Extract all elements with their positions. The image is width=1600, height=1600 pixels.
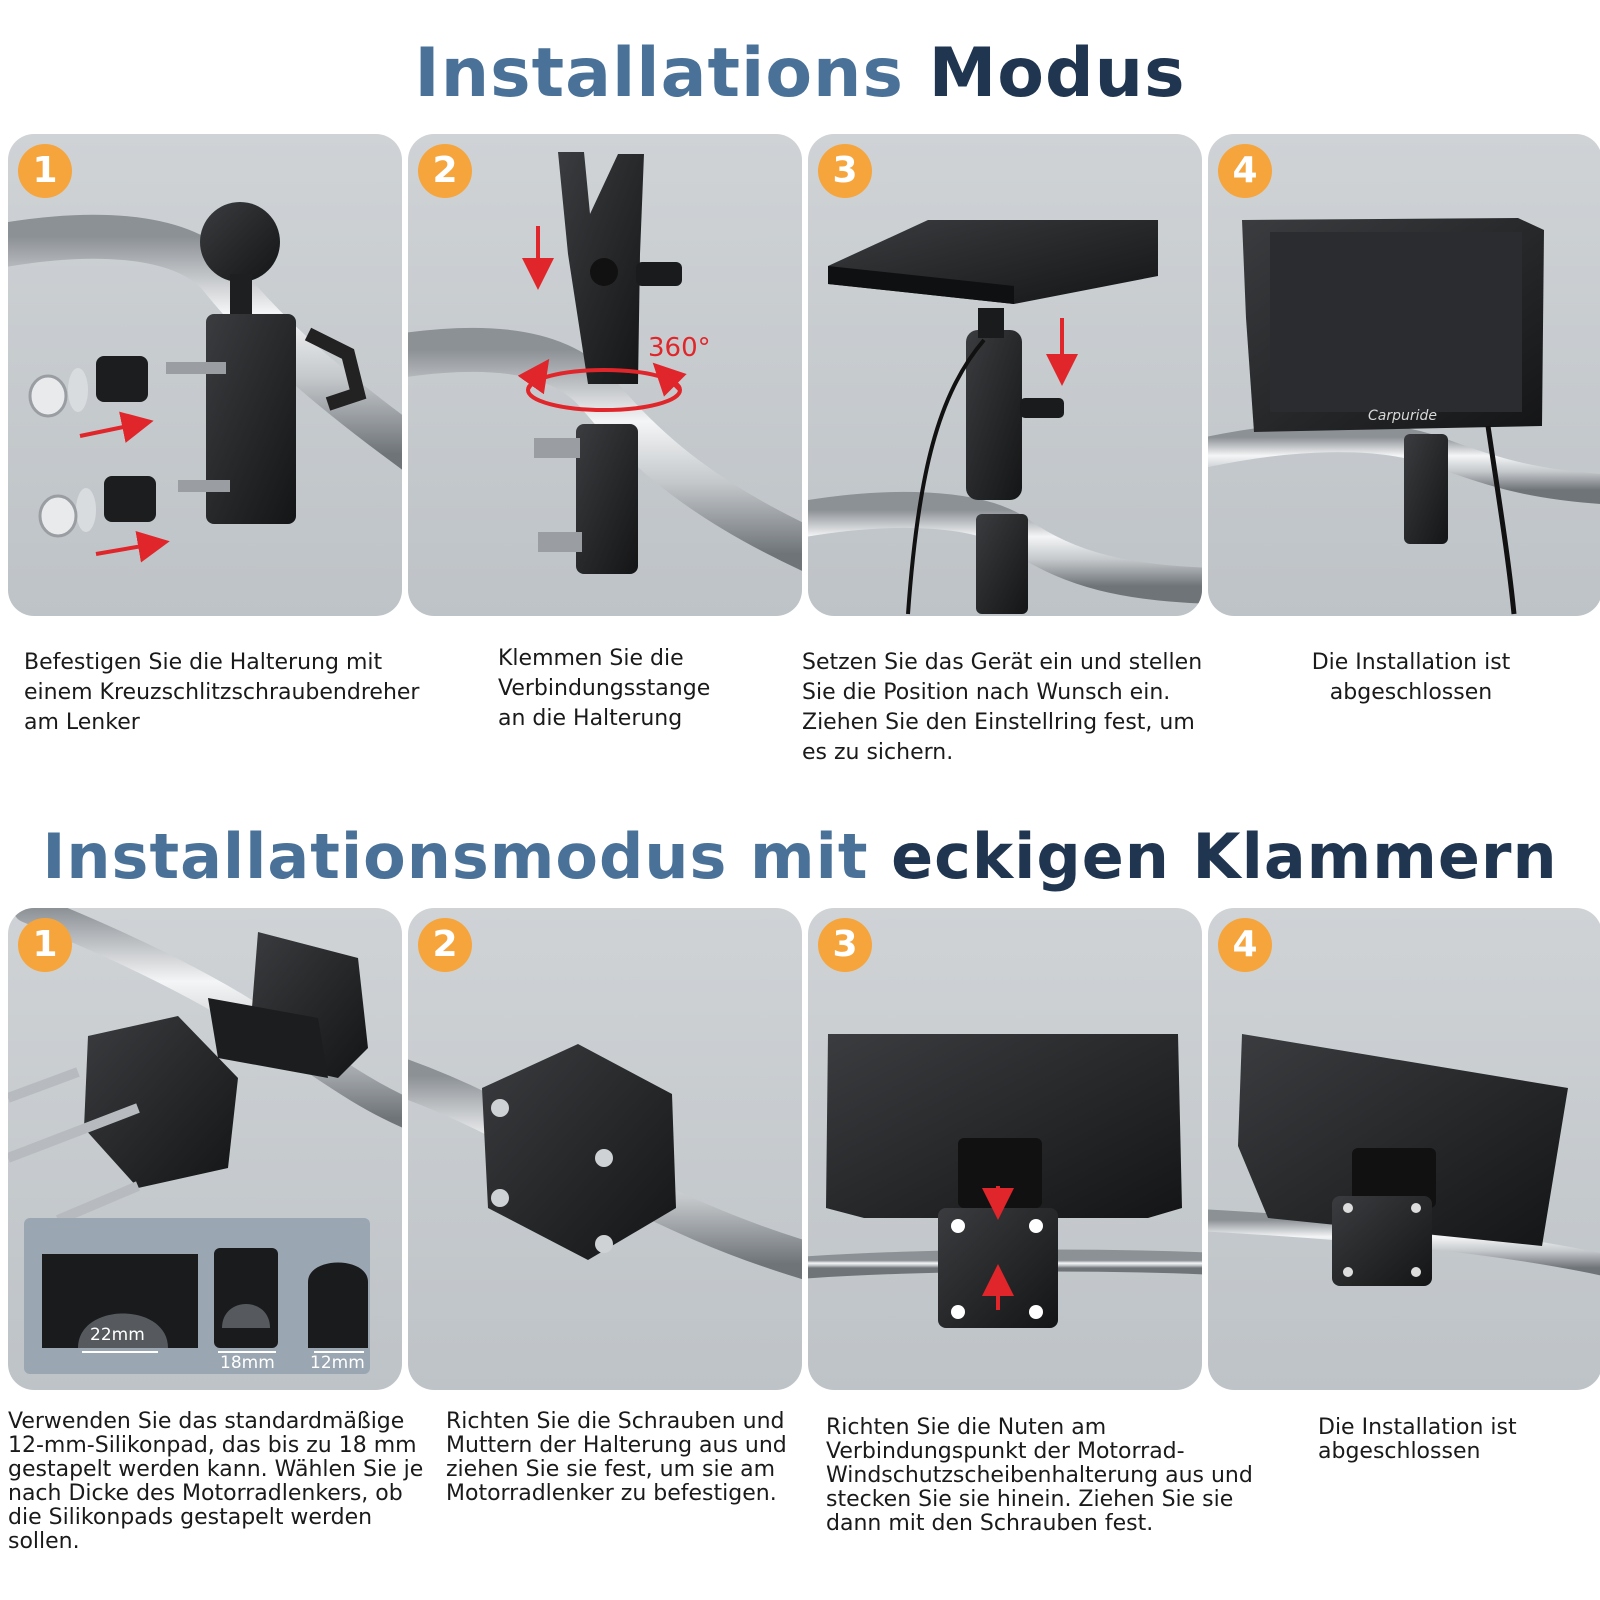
step-number-badge: 4 xyxy=(1218,918,1272,972)
section1-step3-image: 3 xyxy=(808,134,1202,616)
section1-step3-caption: Setzen Sie das Gerät ein und stellen Sie… xyxy=(802,650,1203,765)
step-number-badge: 4 xyxy=(1218,144,1272,198)
installed-square-mount-illustration xyxy=(1208,1034,1600,1286)
section1-step1-image: 1 xyxy=(8,134,402,616)
brand-label: Carpuride xyxy=(1368,408,1437,424)
section2-step1-image: 22mm 18mm 12mm 1 xyxy=(8,908,402,1390)
square-clamp-on-bar-illustration xyxy=(408,1044,802,1280)
section2-step2-image: 2 xyxy=(408,908,802,1390)
section2-title-part1: Installationsmodus mit xyxy=(42,820,869,893)
section1-step4-image: Carpuride 4 xyxy=(1208,134,1600,616)
handlebar-clamp-illustration xyxy=(8,202,402,563)
section2-title: Installationsmodus mit eckigen Klammern xyxy=(0,820,1600,893)
section1-step1-caption: Befestigen Sie die Halterung mit einem K… xyxy=(24,650,420,735)
section1-title-part2: Modus xyxy=(928,34,1186,113)
section1-step4-caption: Die Installation ist abgeschlossen xyxy=(1311,650,1511,705)
section1-title: Installations Modus xyxy=(0,34,1600,113)
display-back-mount-illustration xyxy=(808,1034,1202,1328)
step-number-badge: 1 xyxy=(18,918,72,972)
section1-step2-caption: Klemmen Sie die Verbindungsstange an die… xyxy=(498,646,711,731)
pad-size-22mm: 22mm xyxy=(90,1325,145,1345)
device-tray-illustration xyxy=(808,220,1202,615)
step-number-badge: 3 xyxy=(818,144,872,198)
section2-step4-caption: Die Installation ist abgeschlossen xyxy=(1318,1415,1517,1464)
section2-step3-caption: Richten Sie die Nuten am Verbindungspunk… xyxy=(826,1415,1253,1536)
section2-step3-image: 3 xyxy=(808,908,1202,1390)
step-number-badge: 3 xyxy=(818,918,872,972)
installed-display-illustration: Carpuride xyxy=(1208,218,1600,615)
step-number-badge: 2 xyxy=(418,918,472,972)
section2-step1-caption: Verwenden Sie das standardmäßige 12-mm-S… xyxy=(8,1409,424,1554)
pad-size-12mm: 12mm xyxy=(310,1353,365,1373)
section2-step2-caption: Richten Sie die Schrauben und Muttern de… xyxy=(446,1409,787,1506)
rotation-angle-label: 360° xyxy=(648,333,711,363)
section1-title-part1: Installations xyxy=(414,34,904,113)
section1-step2-image: 360° 2 xyxy=(408,134,802,616)
section2-title-part2: eckigen Klammern xyxy=(891,820,1558,893)
step-number-badge: 1 xyxy=(18,144,72,198)
connecting-arm-illustration: 360° xyxy=(408,152,802,574)
square-clamp-parts-illustration: 22mm 18mm 12mm xyxy=(8,908,402,1374)
step-number-badge: 2 xyxy=(418,144,472,198)
section2-step4-image: 4 xyxy=(1208,908,1600,1390)
pad-size-18mm: 18mm xyxy=(220,1353,275,1373)
